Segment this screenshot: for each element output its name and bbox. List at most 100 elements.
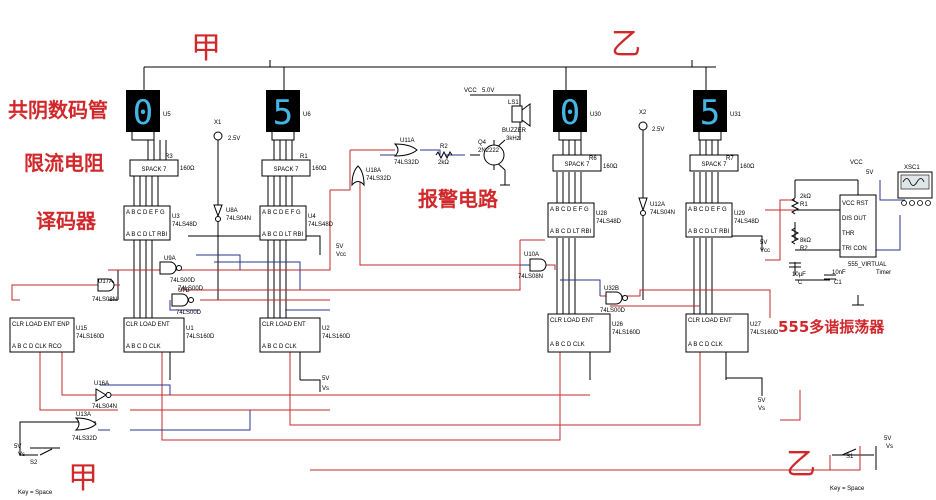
switch-s2: 5V Vs S2 Key = Space <box>14 444 53 496</box>
resistor-pack-value: 160Ω <box>603 164 618 170</box>
svg-text:CLR LOAD ENT: CLR LOAD ENT <box>262 322 306 328</box>
decoder-part: 74LS48D <box>172 222 198 228</box>
supply-net: Vcc <box>760 248 770 254</box>
counter-part: 74LS160D <box>322 334 351 340</box>
svg-text:A B C D CLK: A B C D CLK <box>262 344 297 350</box>
gate-part: 74LS32D <box>72 436 98 442</box>
black-wires <box>19 60 877 470</box>
counter-ref: U15 <box>76 326 88 332</box>
gate-part: 74LS04N <box>92 404 117 410</box>
display-ref: U30 <box>590 112 602 118</box>
switch-key: Key = Space <box>18 490 53 496</box>
timer-r1-ref: R1 <box>800 202 808 208</box>
resistor-pack-ref: R1 <box>300 154 308 160</box>
probe-x1: X1 2.5V <box>213 120 240 142</box>
counter-part: 74LS160D <box>750 330 779 336</box>
gate-part: 74LS32D <box>394 160 420 166</box>
switch-supply-net: Vs <box>886 444 893 450</box>
gate-ref: U8A <box>226 208 238 214</box>
label-alarm-circuit: 报警电路 <box>418 187 499 211</box>
gate-part: 74LS04N <box>650 210 675 216</box>
alarm-circuit: VCC 5.0V LS1 BUZZER 3kHz R2 2kΩ Q4 2N222… <box>435 88 531 166</box>
counter-u27: CLR LOAD ENT A B C D CLK U27 74LS160D <box>685 313 779 353</box>
decoder-ref: U3 <box>172 214 180 220</box>
supply-value: 5V <box>758 398 765 404</box>
probe-value: 2.5V <box>652 127 664 133</box>
gate-part: 74LS00D <box>170 278 196 284</box>
gate-part: 74LS08N <box>92 297 117 303</box>
probe-x2: X2 2.5V <box>638 110 664 133</box>
svg-text:CLR LOAD ENT: CLR LOAD ENT <box>550 318 594 324</box>
switch-supply: 5V <box>884 436 891 442</box>
gate-ref: U9A <box>164 256 176 262</box>
svg-text:CLR LOAD ENT: CLR LOAD ENT <box>126 322 170 328</box>
counter-u15: CLR LOAD ENT ENP A B C D CLK RCO U15 74L… <box>9 317 105 353</box>
alarm-resistor-value: 2kΩ <box>438 160 449 166</box>
timer-vcc-value: 5V <box>866 170 873 176</box>
buzzer-frequency: 3kHz <box>506 136 520 142</box>
buzzer-ref: LS1 <box>508 100 519 106</box>
counter-u1: CLR LOAD ENT A B C D CLK U1 74LS160D <box>123 317 215 353</box>
gate-ref: U13A <box>76 412 91 418</box>
svg-text:A B C D LT RBI: A B C D LT RBI <box>688 229 729 235</box>
gate-part: 74LS04N <box>226 216 251 222</box>
display-ref: U5 <box>163 112 171 118</box>
transistor-ref: Q4 <box>478 140 487 146</box>
gate-ref: U17A <box>98 279 113 285</box>
display-u31: 5 U31 <box>693 90 742 141</box>
switch-s1: 5V Vs S1 Key = Space <box>830 436 893 492</box>
gate-u18a: U18A 74LS32D <box>351 165 392 187</box>
gate-ref: U7B <box>178 288 190 294</box>
timer-r1-value: 2kΩ <box>800 194 811 200</box>
gate-ref: U32B <box>604 286 619 292</box>
switch-key: Key = Space <box>830 486 865 492</box>
resistor-pack-label: SPACK 7 <box>565 162 591 168</box>
probe-value: 2.5V <box>228 136 240 142</box>
display-ref: U31 <box>730 112 742 118</box>
alarm-resistor-ref: R2 <box>440 144 448 150</box>
gate-u12a: U12A 74LS04N <box>638 197 675 216</box>
gate-u32b: U32B 74LS00D <box>600 286 628 314</box>
gate-part: 74LS32D <box>366 176 392 182</box>
label-decoder: 译码器 <box>36 209 97 233</box>
timer-c-ref: C <box>798 280 803 286</box>
timer-chip-label: 555_VIRTUAL <box>848 262 887 268</box>
scope-ref: XSC1 <box>904 165 920 171</box>
svg-text:A B C D LT RBI: A B C D LT RBI <box>126 232 167 238</box>
headings: 甲 乙 甲 乙 共阴数码管 限流电阻 译码器 报警电路 555多谐振荡器 <box>8 27 885 496</box>
resistor-pack-ref: R7 <box>726 156 734 162</box>
resistor-pack-r3: SPACK 7 R3 160Ω <box>129 154 195 177</box>
label-555-astable: 555多谐振荡器 <box>778 318 885 336</box>
switch-ref: S2 <box>30 460 38 466</box>
display-digit: 5 <box>700 93 720 133</box>
display-u6: 5 U6 <box>266 90 311 141</box>
timer-r2-ref: R2 <box>800 246 808 252</box>
resistor-pack-r7: SPACK 7 R7 160Ω <box>689 154 755 172</box>
svg-text:A B C D CLK: A B C D CLK <box>126 344 161 350</box>
supply-value: 5V <box>760 240 767 246</box>
transistor-part: 2N2222 <box>478 148 500 154</box>
svg-text:DIS OUT: DIS OUT <box>842 216 867 222</box>
counter-part: 74LS160D <box>186 334 215 340</box>
gate-ref: U16A <box>94 381 109 387</box>
resistor-pack-ref: R3 <box>165 154 173 160</box>
display-digit: 0 <box>560 93 580 133</box>
timer-555: VCC 5V VCC RST DIS OUT THR TRI CON 555_V… <box>789 160 933 286</box>
supply-value: 5V <box>336 244 343 250</box>
timer-chip-sub: Timer <box>876 270 891 276</box>
resistor-pack-value: 160Ω <box>180 166 195 172</box>
timer-c-value: 10µF <box>792 272 806 278</box>
display-ref: U6 <box>303 112 311 118</box>
gate-ref: U12A <box>650 202 665 208</box>
decoder-part: 74LS48D <box>596 219 622 225</box>
timer-r2-value: 8kΩ <box>800 238 811 244</box>
supply-labels: 5V Vcc 5V Vcc 5V Vs 5V Vs <box>322 240 770 412</box>
counter-ref: U2 <box>322 326 330 332</box>
alarm-vcc: VCC <box>464 88 477 94</box>
probe-ref: X1 <box>214 120 222 126</box>
counter-part: 74LS160D <box>612 330 641 336</box>
gate-u11a: U11A 74LS32D <box>393 138 420 166</box>
gate-part: 74LS08N <box>518 274 543 280</box>
